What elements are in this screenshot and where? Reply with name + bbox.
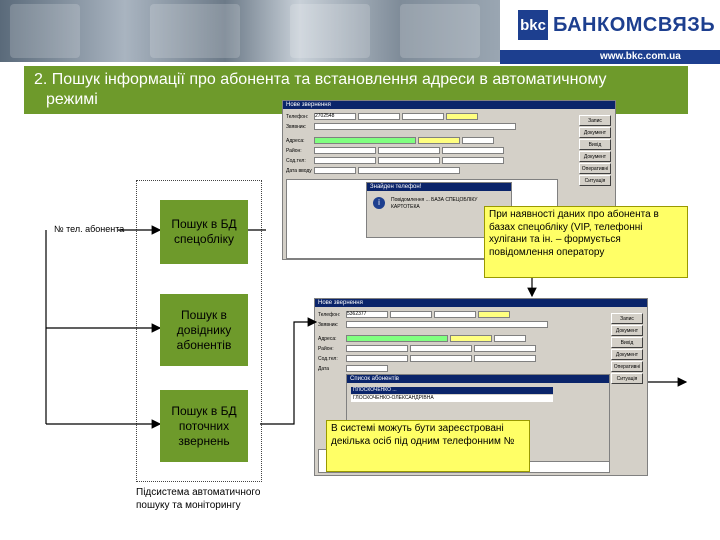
field[interactable] xyxy=(378,147,440,154)
address-field[interactable] xyxy=(346,335,448,342)
window-caption: Нове звернення xyxy=(283,101,615,109)
field[interactable] xyxy=(390,311,432,318)
dialog-caption: Знайден телефон! xyxy=(367,183,511,191)
field[interactable] xyxy=(450,335,492,342)
field[interactable] xyxy=(418,137,460,144)
arrow-to-bottom-window xyxy=(260,317,318,425)
applicant-field[interactable] xyxy=(314,123,516,130)
district-field[interactable] xyxy=(346,345,408,352)
input-label: № тел. абонента xyxy=(54,224,125,234)
address-field[interactable] xyxy=(314,137,416,144)
brand-url: www.bkc.com.ua xyxy=(600,51,681,62)
operative-button[interactable]: Оперативні xyxy=(579,163,611,174)
url-bar xyxy=(500,50,720,64)
field[interactable] xyxy=(410,355,472,362)
field[interactable] xyxy=(446,113,478,120)
subsystem-caption: Підсистема автоматичного пошуку та моніт… xyxy=(136,487,261,511)
field[interactable] xyxy=(474,355,536,362)
form-row-soc: Сод.тел: xyxy=(286,157,504,164)
dialog-message: Повідомлення ... БАЗА СПЕЦОБЛІКУ КАРТОТЕ… xyxy=(391,197,478,210)
header-photo xyxy=(290,4,370,58)
document-button[interactable]: Документ xyxy=(611,325,643,336)
form-row-district: Район: xyxy=(286,147,504,154)
search-special-db-box: Пошук в БД спецобліку xyxy=(160,200,248,264)
applicant-field[interactable] xyxy=(346,321,548,328)
save-button[interactable]: Запис xyxy=(611,313,643,324)
search-subscriber-directory-box: Пошук в довіднику абонентів xyxy=(160,294,248,366)
field[interactable] xyxy=(314,157,376,164)
slide-title-line1: 2. Пошук інформації про абонента та вста… xyxy=(34,71,607,88)
date-field[interactable] xyxy=(314,167,356,174)
field[interactable] xyxy=(402,113,444,120)
subsystem-frame xyxy=(136,180,262,482)
field[interactable] xyxy=(442,147,504,154)
exit-button[interactable]: Вихід xyxy=(579,139,611,150)
note-multiple-persons: В системі можуть бути зареєстровані декі… xyxy=(326,420,530,472)
situation-button[interactable]: Ситуація xyxy=(579,175,611,186)
exit-button[interactable]: Вихід xyxy=(611,337,643,348)
dialog-caption: Список абонентів xyxy=(347,375,609,383)
date-field[interactable] xyxy=(346,365,388,372)
form-row-address: Адреса: xyxy=(286,137,494,144)
document-button[interactable]: Документ xyxy=(579,151,611,162)
brand-name: БАНКОМСВЯЗЬ xyxy=(553,14,716,36)
form-row-phone: Телефон: 5362377 xyxy=(318,311,510,318)
form-row-date: Дата xyxy=(318,365,388,372)
district-field[interactable] xyxy=(314,147,376,154)
field[interactable] xyxy=(358,113,400,120)
situation-button[interactable]: Ситуація xyxy=(611,373,643,384)
form-row-applicant: Звявник: xyxy=(318,321,548,328)
info-icon: i xyxy=(373,197,385,209)
field[interactable] xyxy=(494,335,526,342)
field[interactable] xyxy=(358,167,460,174)
header-photo xyxy=(400,4,480,58)
field[interactable] xyxy=(410,345,472,352)
header-photo-strip xyxy=(0,0,500,62)
phone-field[interactable]: 2702548 xyxy=(314,113,356,120)
field[interactable] xyxy=(378,157,440,164)
note-special-registry: При наявності даних про абонента в базах… xyxy=(484,206,688,278)
list-item[interactable]: ГЛОСКОЧЕНКО-ОЛЕКСАНДРІВНА xyxy=(351,395,553,402)
brand-logo: bkc xyxy=(518,10,548,40)
field[interactable] xyxy=(346,355,408,362)
form-row-applicant: Звявник: xyxy=(286,123,516,130)
field[interactable] xyxy=(478,311,510,318)
search-current-requests-box: Пошук в БД поточних звернень xyxy=(160,390,248,462)
field[interactable] xyxy=(462,137,494,144)
header-photo xyxy=(10,4,80,58)
window-caption: Нове звернення xyxy=(315,299,647,307)
slide-title: 2. Пошук інформації про абонента та вста… xyxy=(34,70,684,110)
list-item[interactable]: ПЛОСКОЧЕНКО ... xyxy=(351,387,553,394)
field[interactable] xyxy=(442,157,504,164)
form-row-soc: Сод.тел: xyxy=(318,355,536,362)
header-photo xyxy=(150,4,240,58)
document-button[interactable]: Документ xyxy=(611,349,643,360)
form-row-phone: Телефон: 2702548 xyxy=(286,113,478,120)
form-row-date: Дата вводу xyxy=(286,167,460,174)
field[interactable] xyxy=(434,311,476,318)
phone-field[interactable]: 5362377 xyxy=(346,311,388,318)
form-row-district: Район: xyxy=(318,345,536,352)
document-button[interactable]: Документ xyxy=(579,127,611,138)
slide-title-line2: режимі xyxy=(46,91,98,108)
field[interactable] xyxy=(474,345,536,352)
save-button[interactable]: Запис xyxy=(579,115,611,126)
form-row-address: Адреса: xyxy=(318,335,526,342)
operative-button[interactable]: Оперативні xyxy=(611,361,643,372)
